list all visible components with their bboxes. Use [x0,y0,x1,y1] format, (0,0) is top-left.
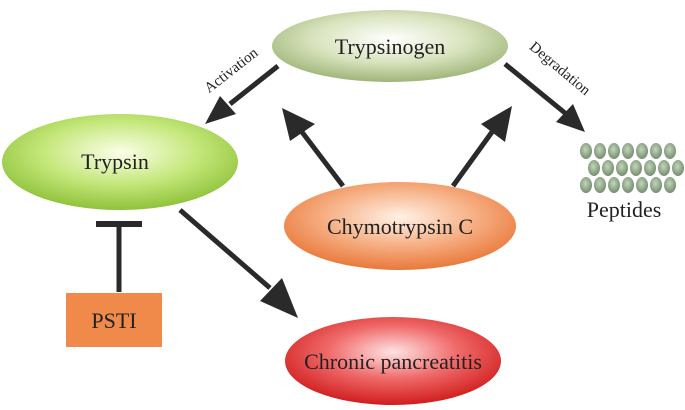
trypsinogen-label: Trypsinogen [335,34,445,59]
peptide-dot [636,177,648,193]
peptide-dot [602,160,614,176]
peptide-dot [630,160,642,176]
node-chronic-pancreatitis: Chronic pancreatitis [285,317,501,405]
peptide-dot [622,177,634,193]
peptide-dot [650,143,662,159]
peptide-dot [636,143,648,159]
node-trypsinogen: Trypsinogen [272,10,508,82]
node-peptides: Peptides [580,143,684,222]
edge-chymo-to-trypsinogen-left [282,108,345,188]
peptide-dot [594,143,606,159]
peptide-dot [644,160,656,176]
peptide-dot [672,160,684,176]
peptide-dot [608,143,620,159]
psti-label: PSTI [91,308,136,333]
peptide-dot [580,177,592,193]
peptide-dot [594,177,606,193]
trypsin-label: Trypsin [81,149,149,174]
edge-activation [205,64,280,124]
chronic-pancreatitis-label: Chronic pancreatitis [304,349,482,374]
chymotrypsin-c-label: Chymotrypsin C [327,214,473,239]
node-chymotrypsin-c: Chymotrypsin C [284,182,516,270]
peptide-dot [664,143,676,159]
peptide-dot [650,177,662,193]
peptide-dot [664,177,676,193]
edge-psti-inhibits-trypsin [96,221,142,292]
peptide-dots [580,143,684,193]
edge-degradation [503,62,585,132]
peptides-label: Peptides [587,197,662,222]
peptide-dot [622,143,634,159]
peptide-dot [658,160,670,176]
edge-chymo-to-trypsinogen-right [450,106,512,188]
peptide-dot [616,160,628,176]
peptide-dot [608,177,620,193]
peptide-dot [588,160,600,176]
node-trypsin: Trypsin [2,114,238,210]
peptide-dot [580,143,592,159]
edge-trypsin-to-pancreatitis [178,208,298,318]
node-psti: PSTI [66,293,162,347]
